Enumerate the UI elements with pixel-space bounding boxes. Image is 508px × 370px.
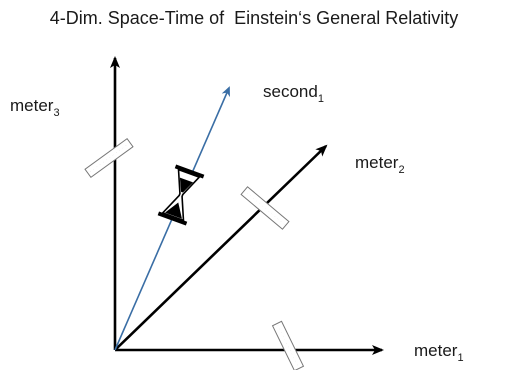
ruler-icon-meter1: [271, 320, 305, 370]
ruler-icon-meter2: [240, 186, 290, 230]
label-meter3: meter3: [10, 96, 60, 119]
ruler-icon-meter3: [84, 137, 134, 179]
label-meter1: meter1: [414, 341, 464, 364]
hourglass-icon: [157, 164, 205, 226]
axis-meter2: [114, 144, 328, 351]
label-second1: second1: [263, 82, 324, 105]
diagram-title: 4-Dim. Space-Time of Einstein‘s General …: [49, 8, 459, 28]
label-meter2: meter2: [355, 153, 405, 176]
